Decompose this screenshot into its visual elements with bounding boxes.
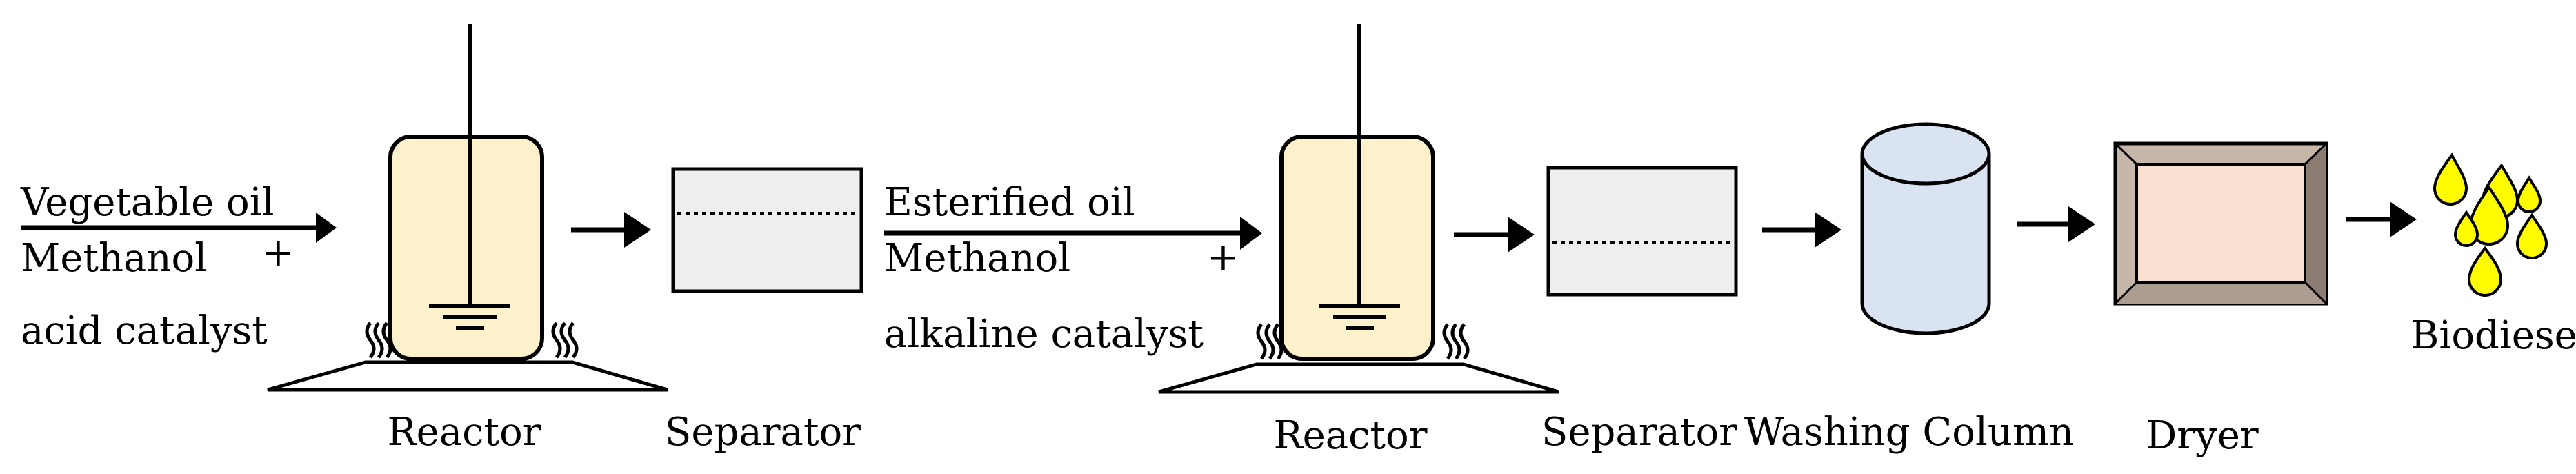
biodiesel-droplets-icon	[2433, 152, 2548, 297]
plus-sign-1: +	[262, 230, 294, 275]
washing-column-body	[1860, 154, 1991, 335]
reactor-2-base	[1158, 362, 1559, 394]
stage2-inputs: Esterified oil Methanol + alkaline catal…	[884, 180, 1262, 357]
flow-arrow	[1762, 212, 1841, 248]
dryer-label: Dryer	[2146, 413, 2258, 458]
separator-1	[671, 167, 863, 293]
separator-2-body	[1546, 166, 1738, 297]
stage1-inputs: Vegetable oil Methanol + acid catalyst	[20, 180, 337, 353]
flow-arrow	[1454, 217, 1535, 253]
dryer-frame-shade	[2305, 144, 2326, 304]
input-acid-catalyst: acid catalyst	[21, 308, 268, 353]
input-methanol-1: Methanol	[21, 236, 207, 281]
separator-2-label: Separator	[1541, 410, 1737, 455]
input-arrow-1-head	[316, 213, 337, 243]
input-esterified-oil: Esterified oil	[884, 180, 1135, 225]
washing-column-label: Washing Column	[1744, 410, 2074, 455]
input-alkaline-catalyst: alkaline catalyst	[884, 312, 1204, 357]
separator-2	[1546, 166, 1738, 297]
washing-column	[1860, 122, 1991, 335]
separator-1-body	[671, 167, 863, 293]
separator-1-label: Separator	[665, 410, 861, 455]
heat-icon	[1256, 323, 1284, 360]
heat-icon	[365, 322, 392, 359]
heat-icon	[551, 322, 579, 359]
reactor-2-label: Reactor	[1273, 413, 1427, 458]
input-methanol-2: Methanol	[884, 236, 1070, 281]
flow-arrow	[571, 212, 651, 248]
dryer-chamber	[2135, 163, 2306, 284]
reactor-1	[267, 24, 668, 392]
reactor-1-vessel	[388, 135, 544, 361]
flow-arrow	[2346, 201, 2417, 237]
input-vegetable-oil: Vegetable oil	[20, 180, 274, 225]
flow-arrow	[2017, 206, 2095, 242]
washing-column-top	[1860, 122, 1991, 186]
reactor-1-base	[267, 360, 668, 392]
reactor-1-label: Reactor	[387, 410, 541, 455]
biodiesel-label: Biodiesel	[2410, 313, 2576, 358]
dryer	[2113, 141, 2328, 306]
plus-sign-2: +	[1207, 235, 1239, 280]
dryer-frame-shade	[2115, 282, 2326, 304]
input-arrow-2-head	[1240, 217, 1262, 250]
reactor-2	[1158, 24, 1559, 394]
heat-icon	[1442, 323, 1470, 360]
